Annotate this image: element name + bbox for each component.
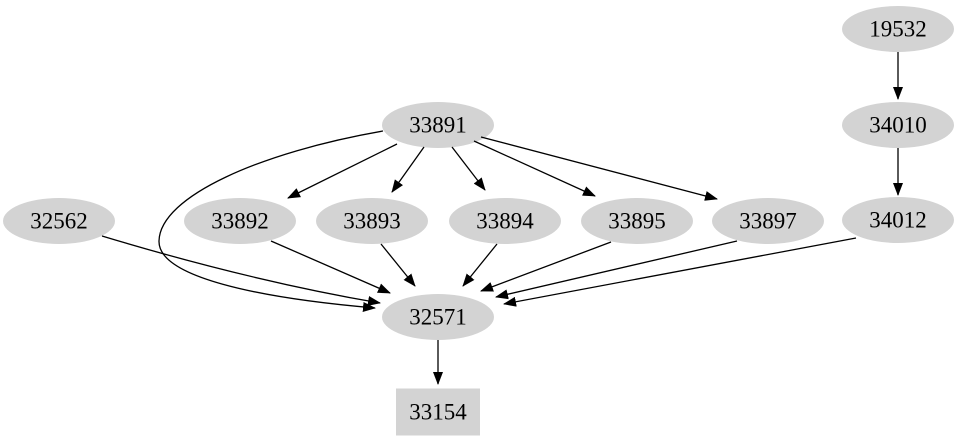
edge-33893-32571 bbox=[380, 243, 416, 287]
graph-node-33892: 33892 bbox=[184, 198, 296, 244]
node-ellipse-33894 bbox=[449, 198, 561, 244]
node-label-19532: 19532 bbox=[869, 17, 927, 42]
graph-node-34012: 34012 bbox=[842, 197, 954, 243]
node-ellipse-19532 bbox=[842, 6, 954, 52]
node-label-33892: 33892 bbox=[211, 209, 269, 234]
edge-34012-32571 bbox=[503, 237, 857, 307]
edge-33897-32571 bbox=[495, 240, 738, 300]
graph-node-32562: 32562 bbox=[3, 198, 115, 244]
graph-node-32571: 32571 bbox=[382, 294, 494, 340]
edge-33891-33893 bbox=[391, 146, 425, 193]
edge-33892-32571 bbox=[270, 240, 391, 294]
edge-33894-32571 bbox=[462, 243, 498, 287]
node-ellipse-33897 bbox=[712, 198, 824, 244]
graph-node-33897: 33897 bbox=[712, 198, 824, 244]
node-label-33894: 33894 bbox=[476, 209, 534, 234]
edge-32562-32571 bbox=[101, 235, 381, 306]
edge-33891-33892 bbox=[287, 143, 398, 199]
node-label-33891: 33891 bbox=[409, 113, 467, 138]
graph-node-33894: 33894 bbox=[449, 198, 561, 244]
node-ellipse-33895 bbox=[581, 198, 693, 244]
graph-node-19532: 19532 bbox=[842, 6, 954, 52]
graph-node-33154: 33154 bbox=[396, 388, 480, 436]
node-label-32571: 32571 bbox=[409, 305, 467, 330]
node-label-34012: 34012 bbox=[869, 208, 927, 233]
edge-33891-33894 bbox=[451, 146, 486, 191]
node-label-32562: 32562 bbox=[30, 209, 88, 234]
node-ellipse-32571 bbox=[382, 294, 494, 340]
graph-node-33895: 33895 bbox=[581, 198, 693, 244]
node-ellipse-33892 bbox=[184, 198, 296, 244]
node-ellipse-34010 bbox=[842, 102, 954, 148]
edge-33891-32571 bbox=[158, 130, 384, 312]
node-label-33895: 33895 bbox=[608, 209, 666, 234]
node-box-33154 bbox=[396, 388, 480, 436]
node-ellipse-33891 bbox=[382, 102, 494, 148]
edge-33895-32571 bbox=[480, 241, 612, 292]
node-label-34010: 34010 bbox=[869, 113, 927, 138]
node-label-33893: 33893 bbox=[343, 209, 401, 234]
edge-33891-33895 bbox=[473, 140, 596, 197]
node-label-33154: 33154 bbox=[409, 400, 467, 425]
edge-33891-33897 bbox=[480, 136, 718, 201]
node-ellipse-34012 bbox=[842, 197, 954, 243]
graph-node-33891: 33891 bbox=[382, 102, 494, 148]
node-label-33897: 33897 bbox=[739, 209, 797, 234]
node-ellipse-32562 bbox=[3, 198, 115, 244]
graph-node-34010: 34010 bbox=[842, 102, 954, 148]
graph-node-33893: 33893 bbox=[316, 198, 428, 244]
node-ellipse-33893 bbox=[316, 198, 428, 244]
